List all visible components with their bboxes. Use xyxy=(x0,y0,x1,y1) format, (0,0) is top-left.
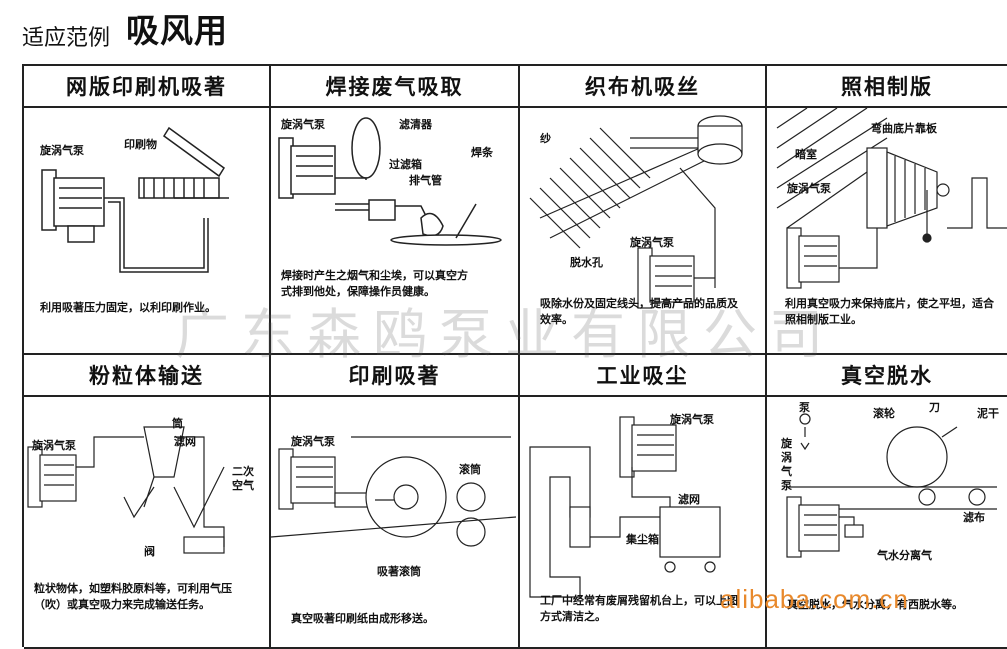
panel-title: 真空脱水 xyxy=(767,355,1007,397)
panel-description: 工厂中经常有废屑残留机台上，可以上图方式清洁之。 xyxy=(540,594,738,623)
label-cylinder: 筒 xyxy=(172,417,183,430)
welding-illustration xyxy=(278,117,502,246)
label-curved-backing: 弯曲底片靠板 xyxy=(871,122,937,135)
label-screen: 滤网 xyxy=(678,493,700,506)
print-suction-illustration xyxy=(271,436,516,547)
powder-conveying-illustration xyxy=(27,426,225,554)
panel-title: 照相制版 xyxy=(767,66,1007,108)
label-pump: 旋涡气泵 xyxy=(32,439,76,452)
label-print-item: 印刷物 xyxy=(124,138,157,151)
label-pump: 旋涡气泵 xyxy=(281,118,325,131)
panel-vacuum-dewatering: 真空脱水 泵 滚轮 刀 xyxy=(767,355,1007,649)
label-roller: 滚轮 xyxy=(873,407,895,420)
panel-photo-plate: 照相制版 弯曲底片靠板 暗室 xyxy=(767,66,1007,355)
label-valve: 阀 xyxy=(144,545,155,558)
loom-illustration xyxy=(529,115,743,309)
label-yarn: 纱 xyxy=(540,132,551,145)
panel-title: 焊接废气吸取 xyxy=(271,66,518,108)
panel-screen-printing: 网版印刷机吸著 旋涡气泵 印刷物 利用吸著压力固定，以利印刷作业。 xyxy=(24,66,271,355)
label-dust-box: 集尘箱 xyxy=(626,533,659,546)
label-filter: 滤清器 xyxy=(399,118,432,131)
panel-title: 印刷吸著 xyxy=(271,355,518,397)
dewatering-illustration xyxy=(786,413,997,558)
label-knife: 刀 xyxy=(929,401,940,414)
panel-description: 粒状物体，如塑料胶原料等，可利用气压（吹）或真空吸力来完成输送任务。 xyxy=(34,582,232,611)
panel-description: 真空脱水，气水分离，有西脱水等。 xyxy=(787,598,963,611)
panel-description: 吸除水份及固定线头，提高产品的品质及效率。 xyxy=(540,297,738,326)
label-pump: 旋涡气泵 xyxy=(40,144,84,157)
label-darkroom: 暗室 xyxy=(795,148,817,161)
panel-title: 粉粒体输送 xyxy=(24,355,269,397)
label-suction-roller: 吸著滚筒 xyxy=(377,565,421,578)
label-pump: 旋涡气泵 xyxy=(630,236,674,249)
label-pump-top: 泵 xyxy=(799,401,810,414)
label-secondary-air: 二次空气 xyxy=(232,465,254,492)
page-heading: 吸风用 xyxy=(126,11,229,50)
panel-print-suction: 印刷吸著 旋涡气泵 滚筒 吸著滚筒 xyxy=(271,355,520,649)
panel-industrial-dust: 工业吸尘 旋涡气泵 滤网 集尘箱 工厂中经常有废屑残留机台上，可以上图方式清洁之 xyxy=(520,355,767,649)
photo-plate-illustration xyxy=(776,108,1007,289)
page-title: 适应范例 吸风用 xyxy=(22,11,228,52)
label-roller: 滚筒 xyxy=(459,463,481,476)
label-filter-box: 过滤箱 xyxy=(389,158,422,171)
panel-description: 焊接时产生之烟气和尘埃，可以真空方式排到他处，保障操作员健康。 xyxy=(281,269,468,298)
panel-description: 利用真空吸力来保持底片，使之平坦，适合照相制版工业。 xyxy=(785,297,994,326)
label-pump: 旋涡气泵 xyxy=(787,182,831,195)
label-pump: 旋涡气泵 xyxy=(781,437,792,492)
label-drain-hole: 脱水孔 xyxy=(570,256,603,269)
label-pump: 旋涡气泵 xyxy=(670,413,714,426)
panel-description: 利用吸著压力固定，以利印刷作业。 xyxy=(40,301,216,314)
site-watermark: alibaba.com.cn xyxy=(720,584,909,614)
label-pump: 旋涡气泵 xyxy=(291,435,335,448)
label-separator: 气水分离气 xyxy=(877,549,932,562)
label-welding-rod: 焊条 xyxy=(471,146,493,159)
panel-title: 织布机吸丝 xyxy=(520,66,765,108)
panel-loom-yarn: 织布机吸丝 纱 xyxy=(520,66,767,355)
label-sludge: 泥干 xyxy=(977,407,999,420)
panel-title: 网版印刷机吸著 xyxy=(24,66,269,108)
application-grid: 网版印刷机吸著 旋涡气泵 印刷物 利用吸著压力固定，以利印刷作业。 xyxy=(22,64,1007,649)
panel-title: 工业吸尘 xyxy=(520,355,765,397)
page-subtitle: 适应范例 xyxy=(22,26,111,51)
screen-printing-illustration xyxy=(41,126,229,273)
panel-description: 真空吸著印刷纸由成形移送。 xyxy=(291,612,434,625)
label-filter-cloth: 滤布 xyxy=(963,511,985,524)
label-screen: 滤网 xyxy=(174,435,196,448)
panel-powder-conveying: 粉粒体输送 旋涡气泵 筒 滤网 二次空气 阀 xyxy=(24,355,271,649)
label-exhaust-pipe: 排气管 xyxy=(409,174,442,187)
panel-welding-fume: 焊接废气吸取 旋涡气泵 滤清器 过滤箱 xyxy=(271,66,520,355)
industrial-dust-illustration xyxy=(529,416,721,598)
